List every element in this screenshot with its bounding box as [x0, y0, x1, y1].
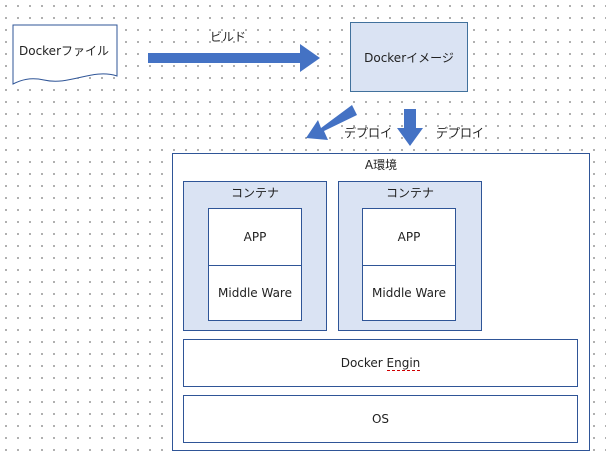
docker-file-shape — [12, 24, 118, 85]
app-box-2: APP — [362, 208, 456, 266]
app-box-1: APP — [208, 208, 302, 266]
middleware-box-1: Middle Ware — [208, 265, 302, 321]
container-title-2: コンテナ — [385, 185, 434, 200]
container-title-1: コンテナ — [230, 185, 279, 200]
environment-title: A環境 — [364, 157, 398, 172]
docker-engine-word: Engin — [386, 355, 421, 371]
docker-image-box: Dockerイメージ — [350, 22, 468, 92]
os-box: OS — [183, 395, 578, 443]
docker-file-label: Dockerファイル — [18, 43, 110, 58]
middleware-box-2: Middle Ware — [362, 265, 456, 321]
build-label: ビルド — [210, 30, 247, 44]
docker-engine-prefix: Docker — [340, 356, 387, 370]
build-arrow — [148, 44, 320, 72]
docker-engine-box: Docker Engin — [183, 339, 578, 387]
deploy-left-arrow — [306, 105, 357, 140]
deploy-left-label: デプロイ — [344, 126, 393, 140]
deploy-right-label: デプロイ — [436, 126, 485, 140]
deploy-right-arrow — [397, 109, 423, 146]
